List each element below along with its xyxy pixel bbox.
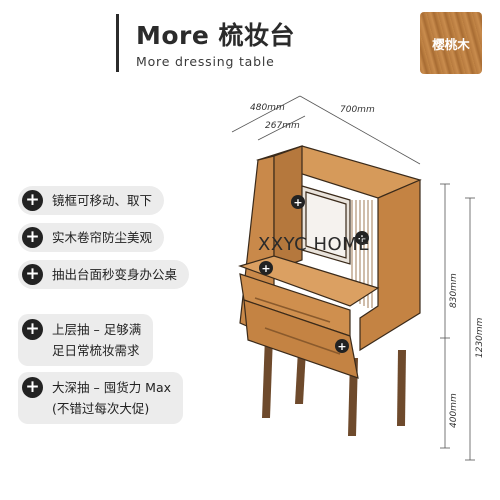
watermark: XXYC HOME bbox=[258, 234, 371, 255]
page-subtitle: More dressing table bbox=[136, 54, 275, 69]
feature-text: 大深抽 – 囤货力 Max bbox=[52, 380, 172, 395]
dim-width: 700mm bbox=[340, 105, 375, 115]
dim-depth-upper: 267mm bbox=[265, 121, 300, 131]
svg-text:+: + bbox=[357, 232, 366, 245]
marker-mirror-icon: + bbox=[291, 195, 305, 209]
dim-height-upper: 830mm bbox=[449, 273, 459, 308]
feature-item: + 大深抽 – 囤货力 Max (不错过每次大促) bbox=[18, 372, 184, 424]
plus-icon: + bbox=[22, 190, 43, 211]
feature-text: 镜框可移动、取下 bbox=[52, 193, 153, 208]
feature-text: 上层抽 – 足够满 bbox=[52, 322, 142, 337]
dressing-table-drawing: 480mm 267mm 700mm 830mm 1230mm 400mm bbox=[231, 95, 485, 461]
plus-icon: + bbox=[22, 319, 43, 340]
page-title: More 梳妆台 bbox=[136, 21, 296, 50]
plus-icon: + bbox=[22, 227, 43, 248]
feature-item: + 镜框可移动、取下 bbox=[18, 186, 165, 215]
feature-text-line2: 足日常梳妆需求 bbox=[52, 343, 140, 358]
dimension-lines bbox=[231, 95, 475, 461]
dim-depth-total: 480mm bbox=[250, 103, 285, 113]
marker-desk-icon: + bbox=[259, 261, 273, 275]
plus-icon: + bbox=[22, 377, 43, 398]
dim-height-total: 1230mm bbox=[475, 317, 485, 358]
table-body bbox=[238, 145, 422, 379]
marker-shutter-icon: + bbox=[355, 231, 369, 245]
marker-drawer-icon: + bbox=[335, 339, 349, 353]
feature-text-line2: (不错过每次大促) bbox=[52, 401, 150, 416]
feature-item: + 上层抽 – 足够满 足日常梳妆需求 bbox=[18, 314, 154, 366]
feature-item: + 实木卷帘防尘美观 bbox=[18, 223, 165, 252]
wood-swatch-label: 樱桃木 bbox=[432, 36, 470, 52]
feature-text: 实木卷帘防尘美观 bbox=[52, 230, 153, 245]
feature-item: + 抽出台面秒变身办公桌 bbox=[18, 260, 190, 289]
header-accent-bar bbox=[116, 14, 119, 72]
feature-markers: + + + + bbox=[259, 195, 369, 353]
wood-swatch-badge: 樱桃木 bbox=[420, 12, 482, 74]
plus-icon: + bbox=[22, 264, 43, 285]
svg-text:+: + bbox=[261, 262, 270, 275]
svg-text:+: + bbox=[293, 196, 302, 209]
dim-height-legs: 400mm bbox=[449, 393, 459, 428]
svg-text:+: + bbox=[337, 340, 346, 353]
feature-text: 抽出台面秒变身办公桌 bbox=[52, 267, 178, 282]
